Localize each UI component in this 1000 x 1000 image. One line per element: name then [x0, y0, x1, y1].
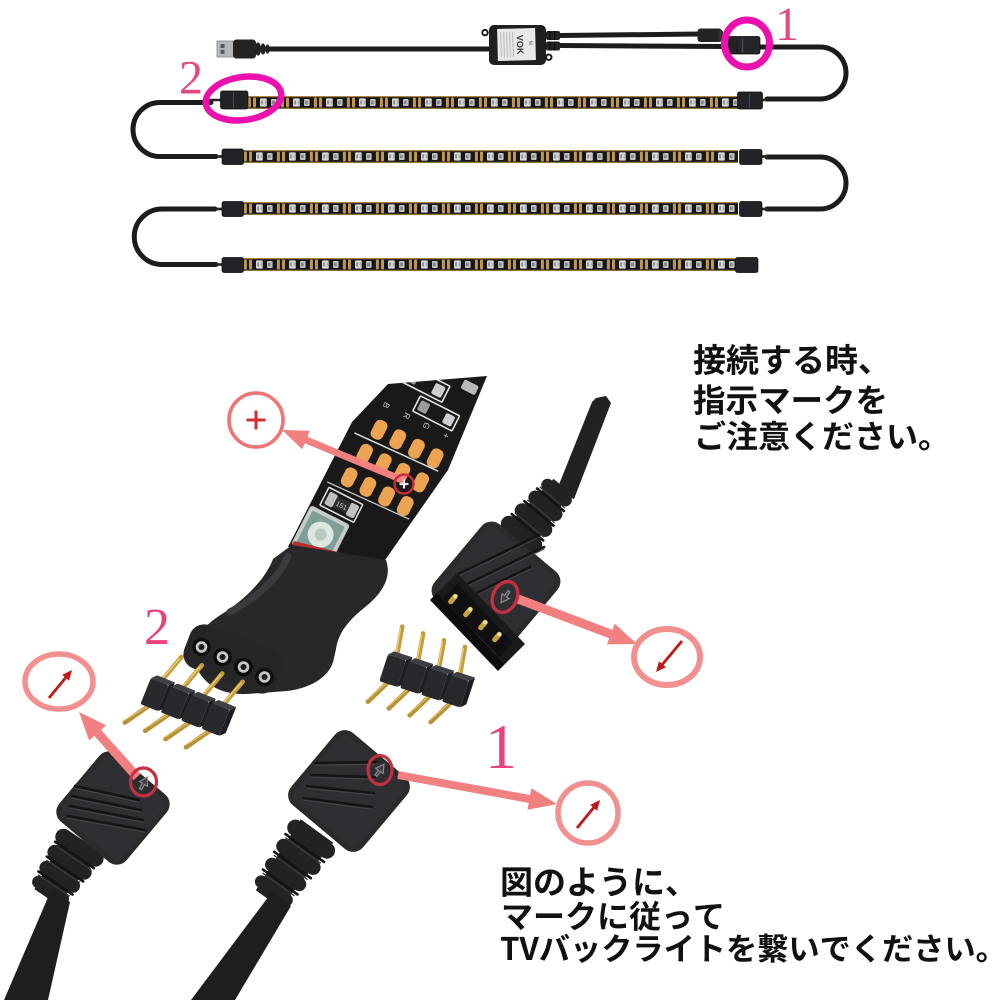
svg-text:B: B	[380, 401, 392, 411]
svg-text:151: 151	[334, 501, 348, 513]
svg-text:2: 2	[144, 599, 170, 656]
svg-text:VOK: VOK	[515, 35, 526, 55]
svg-text:M: M	[527, 41, 533, 46]
svg-text:1: 1	[775, 0, 799, 51]
svg-text:2: 2	[179, 52, 203, 105]
svg-text:G: G	[421, 421, 433, 431]
svg-text:+: +	[440, 431, 451, 440]
svg-text:R: R	[401, 411, 413, 421]
svg-text:1: 1	[485, 711, 517, 782]
